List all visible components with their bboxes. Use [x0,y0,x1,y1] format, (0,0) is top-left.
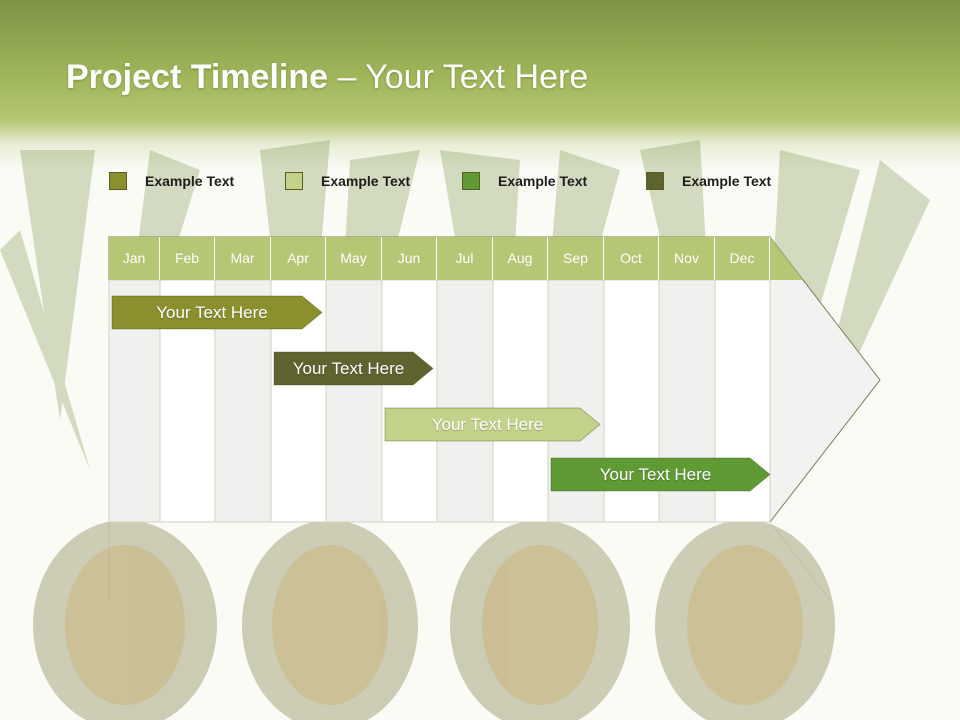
month-label: Apr [271,237,326,280]
month-label: Mar [215,237,271,280]
legend-swatch-3 [462,172,480,190]
legend-item-3: Example Text [462,170,587,192]
title-rest: – Your Text Here [328,58,589,96]
month-column [492,279,549,523]
month-label: Jun [382,237,437,280]
legend-item-1: Example Text [109,170,234,192]
month-label: May [326,237,382,280]
page-title: Project Timeline – Your Text Here [66,58,588,97]
task-bar-label: Your Text Here [292,359,405,378]
task-bar [384,407,601,442]
task-bar [111,295,323,330]
legend-item-2: Example Text [285,170,410,192]
month-column [325,279,383,523]
month-label: Jan [109,237,160,280]
legend-swatch-4 [646,172,664,190]
legend-item-4: Example Text [646,170,771,192]
header-band [0,0,960,170]
month-column [381,279,438,523]
month-label: Jul [437,237,493,280]
legend-label-2: Example Text [321,173,411,189]
legend-label-1: Example Text [145,173,235,189]
task-bar-label: Your Text Here [599,465,712,484]
legend-label-3: Example Text [498,173,588,189]
task-bar-label: Your Text Here [431,415,544,434]
month-label: Nov [659,237,715,280]
task-bar [273,351,434,386]
legend-label-4: Example Text [682,173,772,189]
month-label: Sep [548,237,604,280]
month-label: Oct [604,237,659,280]
month-label: Dec [715,237,770,280]
month-label: Aug [493,237,548,280]
title-bold: Project Timeline [66,58,329,96]
legend-swatch-1 [109,172,127,190]
task-bar [550,457,771,492]
month-label: Feb [160,237,215,280]
month-column [436,279,494,523]
legend-swatch-2 [285,172,303,190]
task-bar-label: Your Text Here [156,303,268,322]
